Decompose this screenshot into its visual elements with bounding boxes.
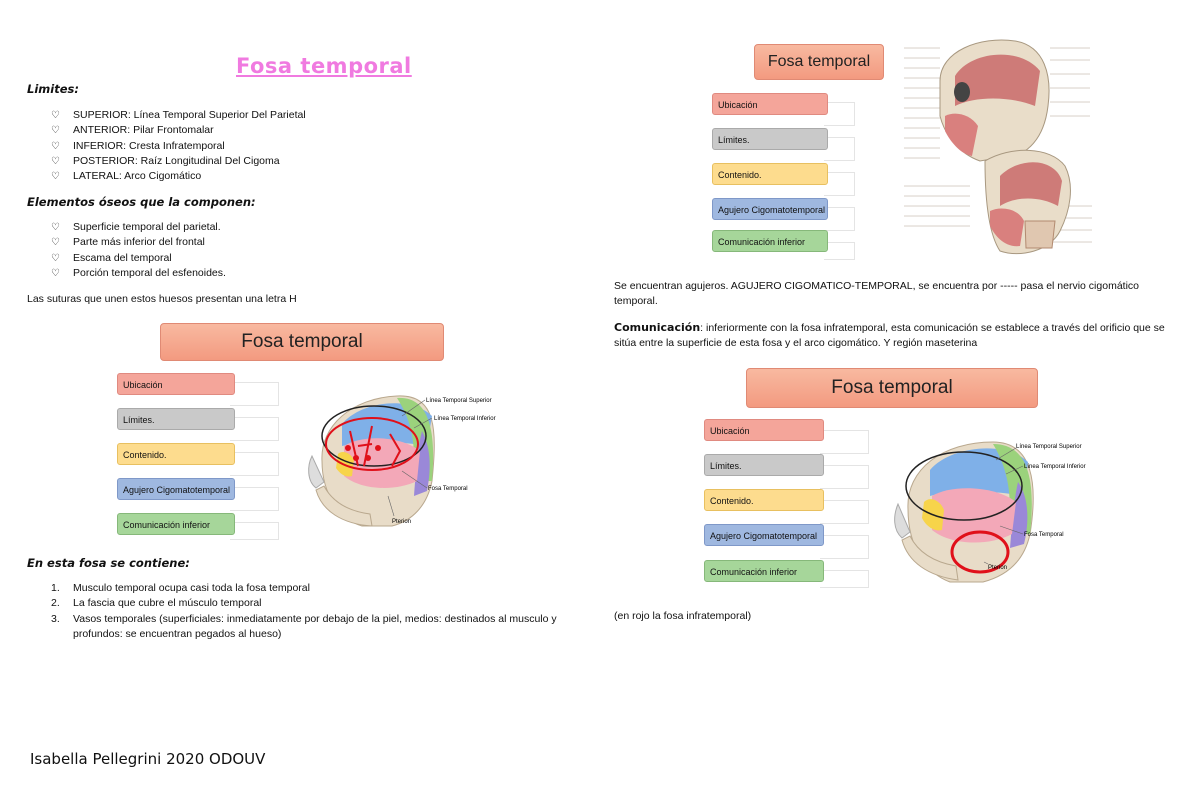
list-item: 1.Musculo temporal ocupa casi toda la fo… (51, 582, 310, 594)
menu-connector (820, 570, 869, 588)
menu-ubicacion: Ubicación (704, 419, 824, 441)
elementos-list: ♡Superficie temporal del parietal. ♡Part… (27, 220, 567, 281)
menu-ubicacion: Ubicación (712, 93, 828, 115)
list-item: 2.La fascia que cubre el músculo tempora… (51, 597, 262, 610)
menu-agujero: Agujero Cigomatotemporal (117, 478, 235, 500)
slide-title: Fosa temporal (160, 323, 444, 361)
menu-limites: Límites. (704, 454, 824, 476)
menu-comunicacion: Comunicación inferior (704, 560, 824, 582)
label-linea-sup: Línea Temporal Superior (426, 398, 492, 404)
slide-title: Fosa temporal (754, 44, 884, 80)
menu-connector (820, 535, 869, 559)
muscle-illustration (904, 39, 1092, 255)
menu-comunicacion: Comunicación inferior (712, 230, 828, 252)
menu-contenido: Contenido. (712, 163, 828, 185)
menu-connector (820, 500, 869, 524)
list-item: ♡INFERIOR: Cresta Infratemporal (27, 139, 567, 154)
page-title: Fosa temporal (236, 54, 412, 78)
list-item: ♡POSTERIOR: Raíz Longitudinal Del Cigoma (27, 154, 567, 169)
label-fosa: Fosa Temporal (428, 486, 468, 492)
list-item: ♡Escama del temporal (27, 251, 567, 266)
list-item: ♡ANTERIOR: Pilar Frontomalar (27, 123, 567, 138)
menu-connector (824, 102, 855, 126)
label-linea-inf: Línea Temporal Inferior (434, 416, 496, 422)
menu-comunicacion: Comunicación inferior (117, 513, 235, 535)
label-linea-inf: Línea Temporal Inferior (1024, 464, 1086, 470)
menu-limites: Límites. (117, 408, 235, 430)
menu-connector (230, 487, 279, 511)
slide-image-top-right: Fosa temporal Ubicación Límites. Conteni… (692, 36, 1100, 264)
menu-connector (824, 207, 855, 231)
list-item: ♡SUPERIOR: Línea Temporal Superior Del P… (27, 108, 567, 123)
slide-title: Fosa temporal (746, 368, 1038, 408)
list-item: ♡Parte más inferior del frontal (27, 235, 567, 250)
menu-contenido: Contenido. (117, 443, 235, 465)
agujeros-text: Se encuentran agujeros. AGUJERO CIGOMATI… (614, 280, 1139, 307)
slide-image-bottom-right: Fosa temporal Ubicación Límites. Conteni… (692, 364, 1104, 596)
heart-bullet-icon: ♡ (51, 252, 60, 264)
list-item: ♡Porción temporal del esfenoides. (27, 266, 567, 281)
heart-bullet-icon: ♡ (51, 222, 60, 233)
heart-bullet-icon: ♡ (51, 125, 60, 137)
menu-connector (820, 465, 869, 489)
footer-author: Isabella Pellegrini 2020 ODOUV (30, 750, 266, 768)
list-item: 3.Vasos temporales (superficiales: inmed… (51, 612, 557, 640)
list-item: ♡LATERAL: Arco Cigomático (27, 169, 567, 184)
label-linea-sup: Línea Temporal Superior (1016, 444, 1082, 450)
slide-image-left: Fosa temporal Ubicación Límites. Conteni… (112, 318, 512, 544)
list-item: ♡Superficie temporal del parietal. (27, 220, 567, 235)
heart-bullet-icon: ♡ (51, 267, 60, 279)
limites-list: ♡SUPERIOR: Línea Temporal Superior Del P… (27, 108, 567, 184)
heart-bullet-icon: ♡ (51, 140, 60, 152)
skull-illustration: Línea Temporal Superior Línea Temporal I… (894, 441, 1086, 583)
menu-ubicacion: Ubicación (117, 373, 235, 395)
comunicacion-heading: Comunicación (614, 321, 701, 334)
heart-bullet-icon: ♡ (51, 155, 60, 167)
heart-bullet-icon: ♡ (51, 110, 60, 121)
comunicacion-paragraph: Comunicación: inferiormente con la fosa … (614, 321, 1165, 349)
contiene-heading: En esta fosa se contiene: (27, 556, 190, 570)
menu-connector (230, 417, 279, 441)
caption-text: (en rojo la fosa infratemporal) (614, 610, 752, 622)
menu-connector (820, 430, 869, 454)
menu-limites: Límites. (712, 128, 828, 150)
skull-illustration: Línea Temporal Superior Línea Temporal I… (308, 395, 496, 527)
menu-agujero: Agujero Cigomatotemporal (704, 524, 824, 546)
label-pterion: Pterion (392, 519, 411, 525)
label-pterion: Pterion (988, 565, 1007, 571)
menu-contenido: Contenido. (704, 489, 824, 511)
heart-bullet-icon: ♡ (51, 237, 60, 249)
heart-bullet-icon: ♡ (51, 171, 60, 183)
menu-connector (824, 137, 855, 161)
menu-connector (230, 382, 279, 406)
menu-connector (824, 172, 855, 196)
menu-connector (230, 452, 279, 476)
limites-heading: Limites: (27, 82, 79, 96)
elementos-heading: Elementos óseos que la componen: (27, 195, 256, 209)
suturas-text: Las suturas que unen estos huesos presen… (27, 293, 297, 305)
menu-connector (824, 242, 855, 260)
menu-connector (230, 522, 279, 540)
label-fosa: Fosa Temporal (1024, 532, 1064, 538)
menu-agujero: Agujero Cigomatotemporal (712, 198, 828, 220)
contiene-list: 1.Musculo temporal ocupa casi toda la fo… (27, 581, 582, 642)
